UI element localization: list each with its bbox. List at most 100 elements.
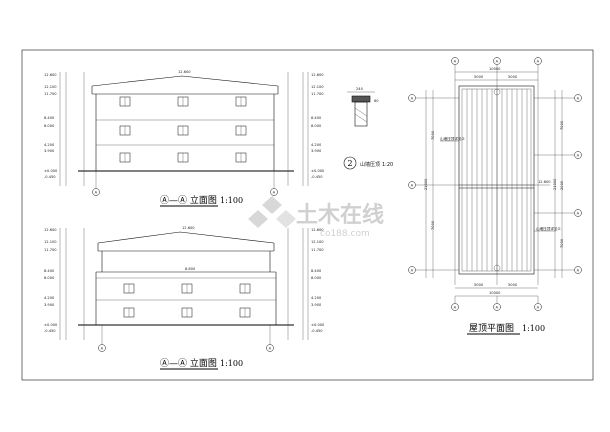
- axis-bubble: [98, 344, 106, 352]
- watermark-text: 土木在线: [296, 202, 384, 228]
- elevation-top-scale: 1:100: [220, 196, 243, 205]
- svg-text:A: A: [411, 97, 414, 101]
- svg-text:5000: 5000: [508, 283, 518, 287]
- svg-text:A: A: [95, 191, 98, 195]
- svg-text:A: A: [496, 60, 499, 64]
- detail-coping: 240 60 2 山墙压顶 1:20: [343, 87, 393, 170]
- elevation-top-title: Ⓐ—Ⓐ 立面图: [160, 194, 217, 206]
- svg-text:3.900: 3.900: [44, 149, 55, 153]
- svg-text:60: 60: [374, 99, 379, 103]
- svg-text:A: A: [577, 212, 580, 216]
- svg-text:A: A: [577, 269, 580, 273]
- svg-text:7000: 7000: [560, 238, 564, 248]
- detail-scale: 1:20: [382, 162, 393, 168]
- svg-text:3.900: 3.900: [311, 149, 322, 153]
- svg-text:11.700: 11.700: [311, 92, 324, 96]
- svg-text:10000: 10000: [489, 67, 501, 71]
- roof-panels: [466, 89, 528, 271]
- elevation-bottom-right-levels: 12.600 12.100 11.700 8.400 8.000 4.200 3…: [311, 228, 325, 333]
- svg-text:12.600: 12.600: [311, 73, 324, 77]
- elevation-bottom-roof: [97, 231, 275, 244]
- detail-number-bubble: [343, 156, 357, 170]
- roof-note-left: 山墙压顶详见②: [440, 136, 465, 141]
- svg-text:5000: 5000: [474, 75, 484, 79]
- elevation-bottom-mid-level: 8.800: [185, 267, 196, 271]
- svg-text:240: 240: [356, 87, 364, 91]
- svg-text:8.400: 8.400: [311, 269, 322, 273]
- elevation-bottom-left-levels: 12.600 12.100 11.700 8.400 8.000 4.200 3…: [44, 228, 58, 333]
- svg-text:5000: 5000: [508, 75, 518, 79]
- svg-text:4.200: 4.200: [44, 296, 55, 300]
- svg-text:±0.000: ±0.000: [311, 323, 325, 327]
- svg-text:12.100: 12.100: [311, 85, 324, 89]
- svg-text:A: A: [454, 60, 457, 64]
- svg-text:21000: 21000: [553, 178, 557, 190]
- roof-note-right: 山墙压顶详见②: [536, 226, 561, 231]
- elevation-top: 12.600 12.600 12.100 11.700 8.400 8.000 …: [44, 70, 325, 207]
- watermark: 土木在线 co188.com: [248, 196, 384, 239]
- svg-text:-0.450: -0.450: [44, 329, 56, 333]
- svg-text:A: A: [454, 306, 457, 310]
- svg-text:8.000: 8.000: [311, 276, 322, 280]
- svg-text:4.200: 4.200: [44, 143, 55, 147]
- svg-text:-0.450: -0.450: [44, 175, 56, 179]
- svg-text:-0.450: -0.450: [311, 329, 323, 333]
- svg-text:A: A: [537, 306, 540, 310]
- detail-title: 山墙压顶: [360, 161, 380, 168]
- svg-text:11.700: 11.700: [311, 248, 324, 252]
- svg-text:12.600: 12.600: [44, 73, 57, 77]
- svg-text:21000: 21000: [424, 178, 428, 190]
- elevation-bottom-title: Ⓐ—Ⓐ 立面图: [160, 357, 217, 369]
- svg-text:11.700: 11.700: [44, 248, 57, 252]
- svg-text:5000: 5000: [474, 283, 484, 287]
- svg-text:-0.450: -0.450: [311, 175, 323, 179]
- roof-plan-title: 屋顶平面图: [469, 323, 514, 334]
- svg-text:8.400: 8.400: [311, 116, 322, 120]
- svg-text:12.100: 12.100: [44, 85, 57, 89]
- elevation-bottom-windows: [123, 283, 251, 318]
- elevation-top-ridge-label: 12.600: [178, 70, 191, 74]
- svg-text:3.900: 3.900: [311, 303, 322, 307]
- svg-text:8.400: 8.400: [44, 116, 55, 120]
- svg-text:A: A: [577, 154, 580, 158]
- svg-text:±0.000: ±0.000: [44, 169, 58, 173]
- svg-text:4.200: 4.200: [311, 296, 322, 300]
- svg-text:8.000: 8.000: [44, 124, 55, 128]
- svg-text:7000: 7000: [560, 120, 564, 130]
- svg-text:A: A: [273, 191, 276, 195]
- roof-plan-scale: 1:100: [522, 324, 545, 333]
- svg-text:11.700: 11.700: [44, 92, 57, 96]
- svg-text:8.000: 8.000: [311, 124, 322, 128]
- elevation-top-left-levels: 12.600 12.100 11.700 8.400 8.000 4.200 3…: [44, 73, 58, 179]
- watermark-url: co188.com: [320, 229, 370, 239]
- roof-ridge-label: 12.600: [538, 180, 551, 184]
- svg-text:±0.000: ±0.000: [44, 323, 58, 327]
- roof-plan: 5000 5000 10000 A A A: [408, 57, 582, 335]
- svg-text:12.100: 12.100: [311, 240, 324, 244]
- svg-text:7000: 7000: [431, 220, 435, 230]
- roof-outline: [458, 85, 535, 275]
- svg-text:8.000: 8.000: [44, 276, 55, 280]
- svg-text:7000: 7000: [431, 130, 435, 140]
- watermark-logo-icon: [248, 196, 296, 228]
- elevation-top-windows: [119, 96, 247, 163]
- svg-text:3.900: 3.900: [44, 303, 55, 307]
- sheet-frame: [21, 49, 594, 381]
- svg-text:A: A: [537, 60, 540, 64]
- svg-text:A: A: [411, 269, 414, 273]
- elevation-top-roof: [91, 75, 279, 87]
- axis-bubble: [270, 188, 278, 196]
- svg-text:4.200: 4.200: [311, 143, 322, 147]
- svg-text:12.100: 12.100: [44, 240, 57, 244]
- detail-number: 2: [348, 159, 353, 168]
- svg-text:A: A: [496, 306, 499, 310]
- elevation-bottom: 8.800 12.600 12.600 12.100 11.700 8.400 …: [44, 226, 325, 370]
- svg-text:2000: 2000: [560, 180, 564, 190]
- elevation-bottom-ridge-label: 12.600: [182, 226, 195, 230]
- svg-text:A: A: [411, 184, 414, 188]
- svg-text:12.600: 12.600: [311, 228, 324, 232]
- svg-text:A: A: [577, 97, 580, 101]
- svg-text:8.400: 8.400: [44, 269, 55, 273]
- axis-bubble: [266, 344, 274, 352]
